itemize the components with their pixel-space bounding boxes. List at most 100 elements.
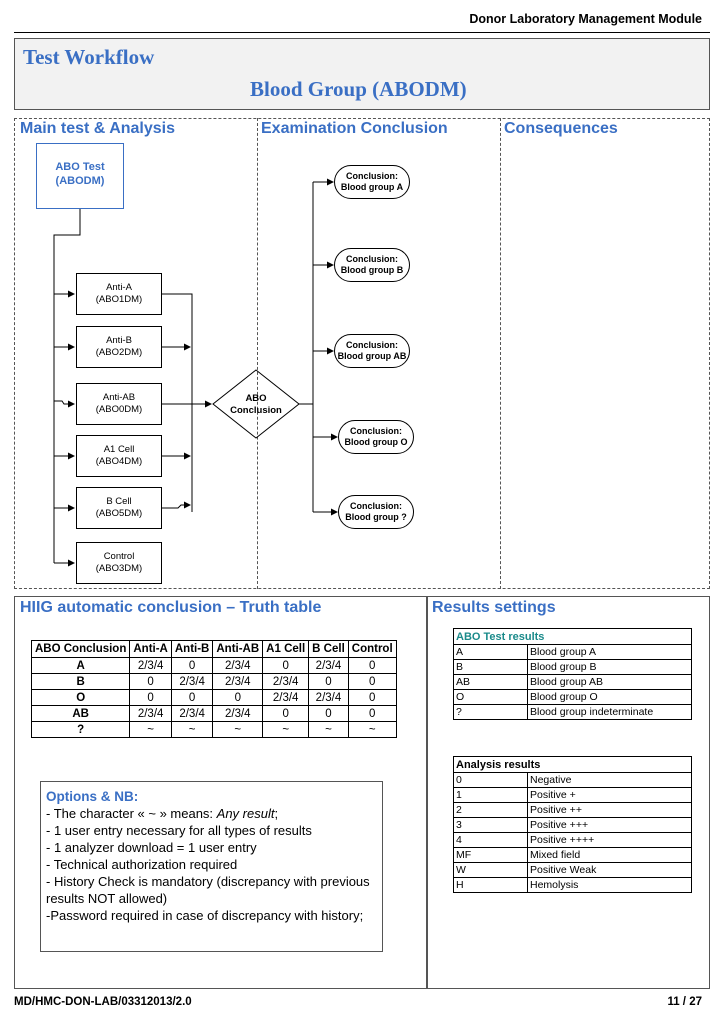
test-name: B Cell xyxy=(106,496,132,507)
section-examination-conclusion: Examination Conclusion xyxy=(261,120,448,137)
table-cell: ? xyxy=(30,721,131,738)
table-cell: 0 xyxy=(308,673,349,690)
options-line: - 1 analyzer download = 1 user entry xyxy=(46,840,257,855)
result-code: 1 xyxy=(453,787,528,803)
page-subtitle: Blood Group (ABODM) xyxy=(250,77,467,101)
results-settings-section xyxy=(427,596,710,989)
test-code: (ABO1DM) xyxy=(95,294,143,305)
column-header: A1 Cell xyxy=(262,640,310,658)
truth-table: ABO Conclusion Anti-A Anti-B Anti-AB A1 … xyxy=(30,640,397,738)
table-cell: 2/3/4 xyxy=(212,657,264,674)
test-name: Anti-AB xyxy=(102,392,136,403)
test-name: A1 Cell xyxy=(103,444,135,455)
table-cell: 0 xyxy=(262,705,310,722)
result-code: AB xyxy=(453,674,528,690)
table-row: ? ~ ~ ~ ~ ~ ~ xyxy=(30,721,397,738)
result-meaning: Blood group B xyxy=(527,659,692,675)
result-code: 2 xyxy=(453,802,528,818)
conclusion-node-b: Conclusion: Blood group B xyxy=(334,248,410,282)
result-meaning: Blood group indeterminate xyxy=(527,704,692,720)
test-box-control: Control (ABO3DM) xyxy=(76,542,162,584)
conclusion-label: Conclusion: xyxy=(346,340,398,350)
table-cell: 2/3/4 xyxy=(129,705,172,722)
table-cell: 0 xyxy=(170,657,214,674)
table-cell: ~ xyxy=(347,721,397,738)
table-row: AB 2/3/4 2/3/4 2/3/4 0 0 0 xyxy=(30,705,397,722)
test-name: Anti-A xyxy=(106,282,132,293)
table-cell: 0 xyxy=(212,689,264,706)
conclusion-value: Blood group A xyxy=(340,182,404,192)
result-code: ? xyxy=(453,704,528,720)
test-box-b-cell: B Cell (ABO5DM) xyxy=(76,487,162,529)
test-box-anti-a: Anti-A (ABO1DM) xyxy=(76,273,162,315)
result-meaning: Negative xyxy=(527,772,692,788)
result-code: 0 xyxy=(453,772,528,788)
table-row: O 0 0 0 2/3/4 2/3/4 0 xyxy=(30,689,397,706)
conclusion-label: Conclusion: xyxy=(346,171,398,181)
result-code: A xyxy=(453,644,528,660)
result-meaning: Blood group A xyxy=(527,644,692,660)
test-name: Anti-B xyxy=(106,335,132,346)
result-meaning: Positive ++++ xyxy=(527,832,692,848)
table-cell: A xyxy=(30,657,131,674)
table-cell: 2/3/4 xyxy=(308,689,349,706)
table-cell: ~ xyxy=(170,721,214,738)
column-header: ABO Conclusion xyxy=(30,640,131,658)
module-title: Donor Laboratory Management Module xyxy=(469,12,702,26)
section-consequences: Consequences xyxy=(504,120,618,137)
test-code: (ABO4DM) xyxy=(95,456,143,467)
conclusion-label: Conclusion: xyxy=(346,254,398,264)
table-cell: AB xyxy=(30,705,131,722)
table-cell: 2/3/4 xyxy=(170,705,214,722)
column-header: Control xyxy=(347,640,397,658)
table-cell: ~ xyxy=(308,721,349,738)
conclusion-value: Blood group B xyxy=(340,265,404,275)
decision-line2: Conclusion xyxy=(230,405,282,416)
table-cell: 0 xyxy=(262,657,310,674)
workflow-frame xyxy=(14,118,710,589)
conclusion-node-unknown: Conclusion: Blood group ? xyxy=(338,495,414,529)
abo-results-title: ABO Test results xyxy=(453,628,692,645)
truth-table-heading: HIIG automatic conclusion – Truth table xyxy=(20,599,322,616)
table-cell: ~ xyxy=(262,721,310,738)
truth-table-header-row: ABO Conclusion Anti-A Anti-B Anti-AB A1 … xyxy=(30,640,397,658)
table-cell: ~ xyxy=(129,721,172,738)
workflow-divider-2 xyxy=(500,118,501,589)
conclusion-node-ab: Conclusion: Blood group AB xyxy=(334,334,410,368)
result-meaning: Hemolysis xyxy=(527,877,692,893)
conclusion-label: Conclusion: xyxy=(350,426,402,436)
result-meaning: Positive ++ xyxy=(527,802,692,818)
analysis-results-title: Analysis results xyxy=(453,756,692,773)
result-code: O xyxy=(453,689,528,705)
result-meaning: Positive +++ xyxy=(527,817,692,833)
table-cell: B xyxy=(30,673,131,690)
table-cell: 2/3/4 xyxy=(170,673,214,690)
table-cell: 0 xyxy=(347,689,397,706)
results-settings-heading: Results settings xyxy=(432,599,556,616)
test-name: Control xyxy=(103,551,135,562)
abo-test-code: (ABODM) xyxy=(55,175,105,187)
table-cell: 2/3/4 xyxy=(212,673,264,690)
table-row: A 2/3/4 0 2/3/4 0 2/3/4 0 xyxy=(30,657,397,674)
header-divider xyxy=(14,32,710,33)
title-box: Test Workflow Blood Group (ABODM) xyxy=(14,38,710,110)
column-header: Anti-B xyxy=(170,640,214,658)
conclusion-value: Blood group ? xyxy=(345,512,407,522)
page-title: Test Workflow xyxy=(23,45,155,69)
conclusion-node-o: Conclusion: Blood group O xyxy=(338,420,414,454)
abo-test-name: ABO Test xyxy=(55,161,105,173)
document-id: MD/HMC-DON-LAB/03312013/2.0 xyxy=(14,996,192,1008)
test-code: (ABO2DM) xyxy=(95,347,143,358)
analysis-results-header-row: Analysis results xyxy=(453,756,692,773)
table-cell: 2/3/4 xyxy=(262,689,310,706)
options-line: - History Check is mandatory (discrepanc… xyxy=(46,874,370,906)
